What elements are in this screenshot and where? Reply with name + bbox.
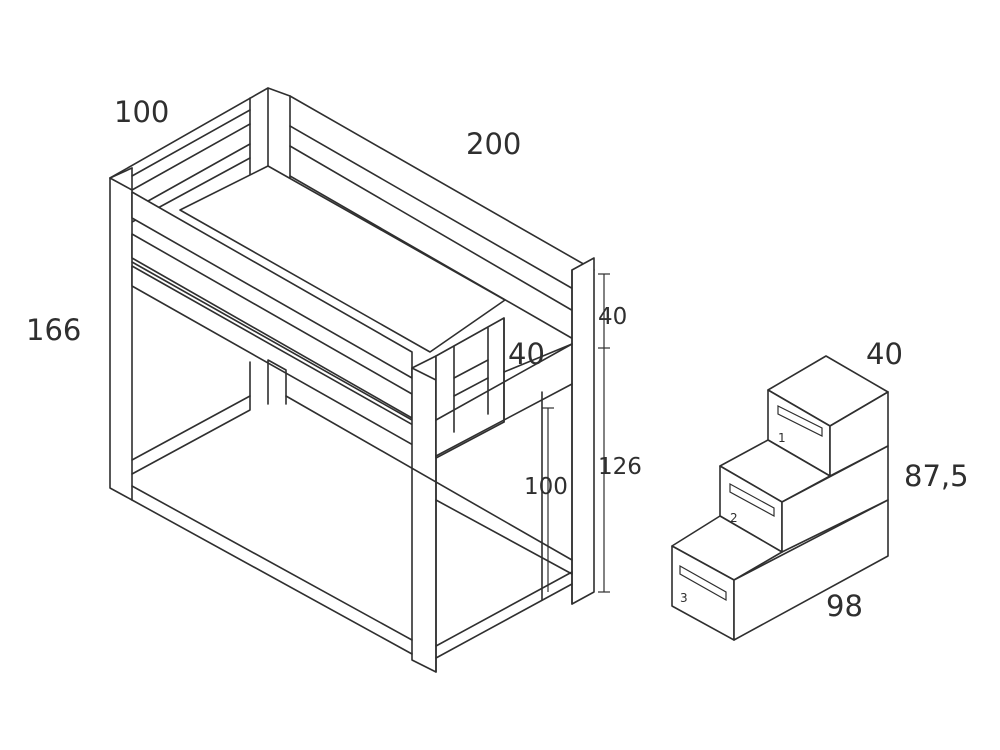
step-3-side bbox=[733, 499, 889, 641]
bed-top-rail-long bbox=[289, 95, 595, 271]
drawer-2-handle-icon[interactable] bbox=[729, 482, 775, 518]
bed-head-rail-1 bbox=[131, 109, 251, 177]
drawer-3-number: 3 bbox=[680, 591, 688, 605]
bed-lower-left-frame bbox=[131, 361, 251, 475]
bed-side-rail bbox=[435, 343, 573, 421]
label-bed-rail-height: 40 bbox=[598, 304, 627, 330]
bed-head-rail-3 bbox=[131, 143, 251, 211]
bed-side-rail-top bbox=[503, 343, 573, 373]
bed-head-rail-2 bbox=[131, 123, 251, 191]
label-steps-height: 87,5 bbox=[904, 459, 969, 493]
bed-lower-back-post bbox=[267, 359, 287, 405]
bed-lower-foot-rail bbox=[435, 571, 573, 647]
bed-foot-slat-3 bbox=[453, 359, 489, 379]
drawer-3-handle-icon[interactable] bbox=[679, 564, 727, 602]
bed-lower-front-rail-2 bbox=[131, 499, 413, 655]
drawer-1-handle-icon[interactable] bbox=[777, 405, 823, 437]
bed-back-right-post bbox=[571, 257, 595, 605]
bed-lower-back-rail bbox=[285, 395, 573, 561]
label-bed-total-height: 166 bbox=[26, 313, 81, 347]
bed-post-cap bbox=[109, 167, 133, 179]
bed-rail-long-4 bbox=[289, 175, 576, 341]
label-steps-width: 98 bbox=[826, 589, 863, 623]
bed-lower-foot-rail-2 bbox=[435, 583, 573, 659]
bed-front-right-post bbox=[411, 355, 437, 673]
bed-mattress-surface bbox=[179, 165, 506, 353]
bed-lower-right-rail bbox=[435, 499, 573, 575]
bed-rail-long-2 bbox=[289, 125, 576, 291]
step-unit-drawing: 1 2 3 40 87,5 98 bbox=[671, 337, 969, 641]
bed-right-post-face bbox=[411, 367, 437, 381]
drawer-1-number: 1 bbox=[778, 431, 786, 445]
label-bed-length: 200 bbox=[466, 127, 521, 161]
drawer-2-number: 2 bbox=[730, 511, 738, 525]
bed-lower-left-rail bbox=[131, 395, 251, 461]
bed-front-left-post bbox=[109, 177, 133, 501]
label-bed-rail-width: 40 bbox=[508, 337, 545, 371]
label-steps-depth: 40 bbox=[866, 337, 903, 371]
label-bed-depth: 100 bbox=[114, 95, 169, 129]
bed-foot-slat-4 bbox=[453, 377, 489, 397]
bunk-bed-drawing: 100 200 166 40 40 126 100 bbox=[26, 87, 642, 673]
bed-back-rail-outline bbox=[109, 87, 291, 191]
bed-front-rail-edge bbox=[131, 261, 413, 421]
label-bed-inner-height: 100 bbox=[524, 474, 568, 500]
label-bed-lower-height: 126 bbox=[598, 454, 642, 480]
bed-mid-foot-rail bbox=[435, 383, 573, 457]
bed-lower-front-rail bbox=[131, 485, 413, 641]
bed-rail-long-3 bbox=[289, 145, 576, 313]
